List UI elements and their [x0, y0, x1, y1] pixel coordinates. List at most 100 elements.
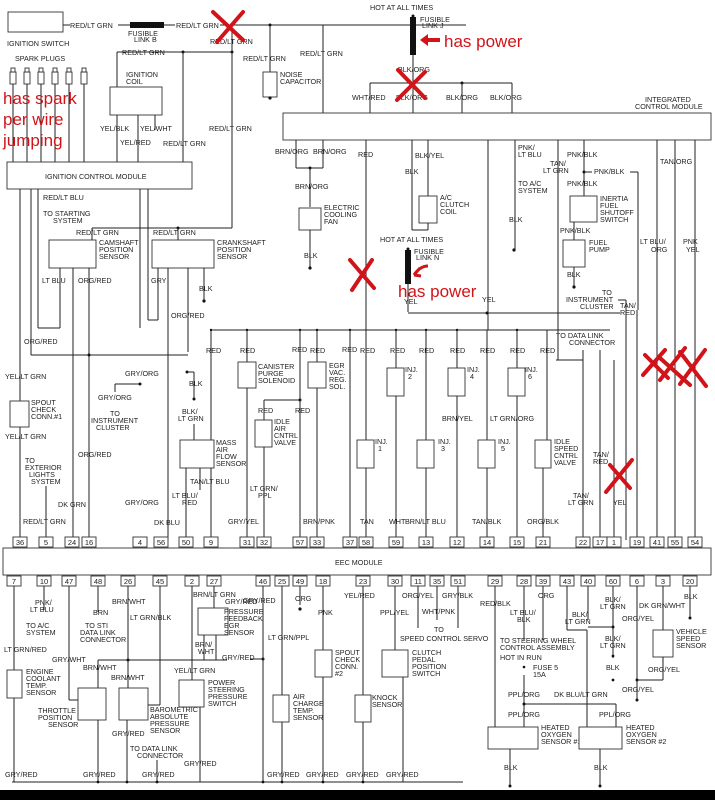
wire-label: GRY/RED	[386, 770, 419, 779]
ect-label3: TEMP.	[26, 681, 47, 690]
wire-label: LT GRN/BLK	[130, 613, 171, 622]
eec-pin-number: 54	[691, 538, 699, 547]
ignition-coil-label: IGNITION	[126, 70, 158, 79]
wire-label: YEL/WHT	[140, 124, 173, 133]
injector-4	[447, 367, 466, 397]
tps-label2: POSITION	[38, 713, 72, 722]
wire-label: DK GRN/WHT	[639, 601, 686, 610]
eec-pin-number: 28	[520, 577, 528, 586]
wire-label: ORG/RED	[24, 337, 58, 346]
wire-label: GRY/RED	[225, 597, 258, 606]
icm-label: INTEGRATED	[645, 95, 691, 104]
to-data-link-label2: CONNECTOR	[569, 338, 615, 347]
eec-pin-box	[12, 536, 28, 548]
wire-label: PPL/ORG	[599, 710, 631, 719]
ac-clutch-label: A/C	[440, 193, 452, 202]
wire-label: LT BLU/	[640, 237, 666, 246]
inertia-switch-label4: SWITCH	[600, 215, 628, 224]
wire-label: BLK/YEL	[415, 151, 444, 160]
wire-label: PNK/	[518, 143, 535, 152]
wire-label: TAN/	[573, 491, 589, 500]
maf-label3: FLOW	[216, 452, 237, 461]
wire-label: BLK	[684, 592, 698, 601]
eec-pin-number: 15	[513, 538, 521, 547]
wire-label: WHT/RED	[352, 93, 386, 102]
ect-label4: SENSOR	[26, 688, 56, 697]
eec-pin-number: 12	[453, 538, 461, 547]
wire-label: BLK/ORG	[446, 93, 478, 102]
eec-pin-number: 35	[433, 577, 441, 586]
camshaft-position-sensor	[48, 239, 97, 269]
fusible-link-b	[130, 22, 164, 28]
arrow-icon	[412, 264, 429, 278]
wire-label: WHT	[198, 647, 215, 656]
wire-label: RED/LT GRN	[70, 21, 113, 30]
wire-label: RED/LT GRN	[23, 517, 66, 526]
bap-label: BAROMETRIC	[150, 705, 198, 714]
wire-label: ORG	[538, 591, 555, 600]
wire-label: GRY/RED	[184, 759, 217, 768]
wire-label: GRY/YEL	[228, 517, 259, 526]
wire-label: LT GRN/ORG	[490, 414, 534, 423]
inertia-switch-label3: SHUTOFF	[600, 208, 634, 217]
eec-pin-box	[575, 536, 591, 548]
wire-label: GRY/RED	[112, 729, 145, 738]
wire-label: RED/LT GRN	[176, 21, 219, 30]
wire-label: PNK/BLK	[560, 226, 591, 235]
wire-label: LT BLU	[30, 605, 54, 614]
tps-label3: SENSOR	[48, 720, 78, 729]
wire-label: RED/LT GRN	[163, 139, 206, 148]
inj-number: 2	[408, 372, 412, 381]
canister-label2: PURGE	[258, 369, 284, 378]
wire-label: BLK	[517, 615, 531, 624]
eec-pin-box	[687, 536, 703, 548]
wire-label: RED	[360, 346, 375, 355]
wire-label: YEL/RED	[344, 591, 375, 600]
wire-label: RED	[480, 346, 495, 355]
wire-label: GRY/RED	[83, 770, 116, 779]
wire-label: ORG	[651, 245, 668, 254]
eec-pin-number: 19	[633, 538, 641, 547]
act-label4: SENSOR	[293, 713, 323, 722]
wire-label: RED/LT BLU	[43, 193, 84, 202]
heated-oxygen-sensor-2	[578, 726, 623, 750]
eec-pin-number: 1	[612, 538, 616, 547]
to-ac-system-label-bottom2: SYSTEM	[26, 628, 56, 637]
eec-pin-box	[239, 536, 255, 548]
camshaft-sensor-label2: POSITION	[99, 245, 133, 254]
eec-pin-box	[606, 536, 622, 548]
wire-label: RED	[419, 346, 434, 355]
eec-pin-number: 6	[635, 577, 639, 586]
injector-5	[477, 439, 496, 469]
eec-pin-number: 22	[579, 538, 587, 547]
wire-label: RED/LT GRN	[300, 49, 343, 58]
ho2s-2-label: HEATED	[626, 723, 655, 732]
wire-label: BLK/	[572, 610, 588, 619]
wire-label: YEL/RED	[120, 138, 151, 147]
wire-label: RED	[450, 346, 465, 355]
wire-label: LT GRN	[568, 498, 594, 507]
wire-label: PNK/BLK	[567, 150, 598, 159]
x-mark-icon	[211, 10, 245, 44]
wire-label: LT GRN	[543, 166, 569, 175]
to-data-link-bottom-label: TO DATA LINK	[130, 744, 178, 753]
egr-vac-label3: REG.	[329, 375, 347, 384]
canister-label3: SOLENOID	[258, 376, 295, 385]
wire-label: BRN/	[195, 640, 212, 649]
inj-label: INJ.	[375, 437, 388, 446]
power-annotation-mid: has power	[398, 282, 477, 301]
to-steering-label2: CONTROL ASSEMBLY	[500, 643, 575, 652]
wire-label: PPL	[258, 491, 272, 500]
wire-label: RED	[390, 346, 405, 355]
x-mark-icon	[604, 458, 634, 494]
eec-pin-number: 60	[609, 577, 617, 586]
wire-label: ORG/BLK	[527, 517, 559, 526]
fusible-link-j-label2: LINK J	[422, 21, 444, 30]
wire-label: ORG/RED	[78, 276, 112, 285]
wire-label: TAN	[360, 517, 374, 526]
electric-cooling-fan	[298, 207, 322, 231]
wire-label: BRN/ORG	[295, 182, 329, 191]
wire-label: GRY/RED	[267, 770, 300, 779]
fusible-link-j	[410, 17, 416, 55]
